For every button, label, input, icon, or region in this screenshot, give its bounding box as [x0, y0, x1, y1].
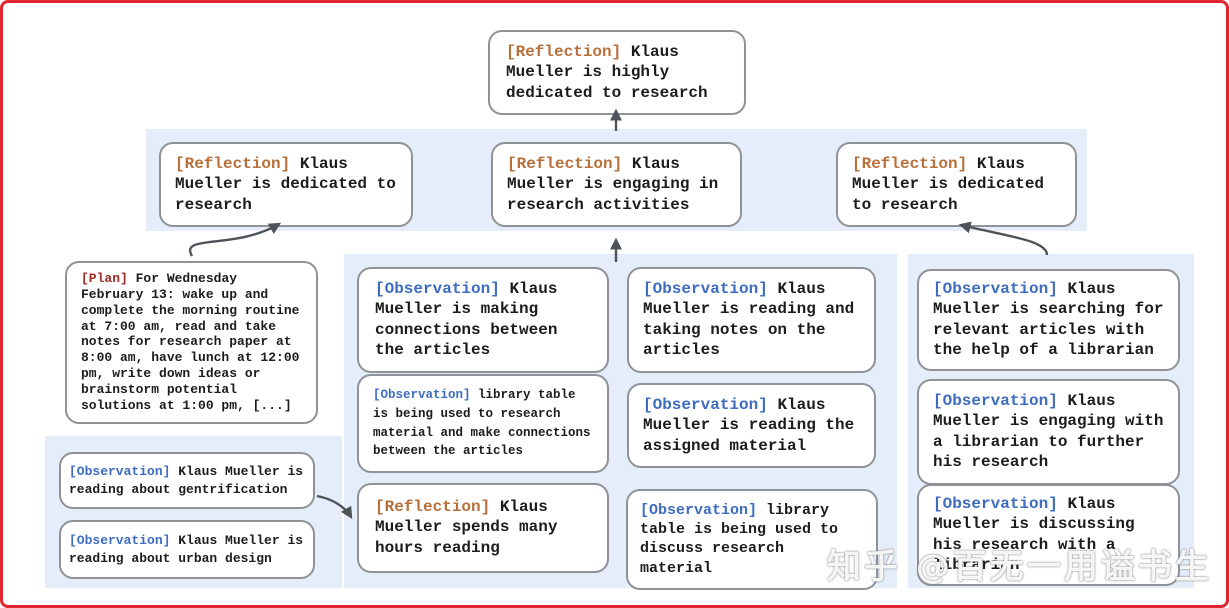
node-text: Klaus Mueller is reading and taking note…: [643, 280, 855, 360]
node-text: Klaus Mueller is dedicated to research: [852, 155, 1045, 214]
node-observation-librarian-search: [Observation] Klaus Mueller is searching…: [917, 269, 1180, 371]
node-text: Klaus Mueller is dedicated to research: [175, 155, 396, 214]
reflection-tag: [Reflection]: [375, 498, 491, 516]
node-observation-gentrification: [Observation] Klaus Mueller is reading a…: [59, 452, 315, 510]
node-plan: [Plan] For Wednesday February 13: wake u…: [65, 261, 318, 424]
node-text: For Wednesday February 13: wake up and c…: [81, 271, 300, 413]
node-text: Klaus Mueller is engaging in research ac…: [507, 155, 719, 214]
observation-tag: [Observation]: [933, 280, 1058, 298]
observation-tag: [Observation]: [643, 280, 768, 298]
reflection-tag: [Reflection]: [507, 155, 623, 173]
node-root-reflection: [Reflection] Klaus Mueller is highly ded…: [488, 30, 746, 116]
node-reflection-hours-reading: [Reflection] Klaus Mueller spends many h…: [357, 483, 609, 573]
observation-tag: [Observation]: [640, 502, 758, 519]
node-text: Klaus Mueller is reading about gentrific…: [69, 464, 304, 497]
node-reflection-right: [Reflection] Klaus Mueller is dedicated …: [836, 142, 1077, 228]
node-observation-librarian-discuss: [Observation] Klaus Mueller is discussin…: [917, 484, 1180, 586]
observation-tag: [Observation]: [69, 464, 171, 479]
node-observation-urban-design: [Observation] Klaus Mueller is reading a…: [59, 520, 315, 580]
node-text: Klaus Mueller is making connections betw…: [375, 280, 558, 360]
node-text: Klaus Mueller is engaging with a librari…: [933, 392, 1164, 472]
observation-tag: [Observation]: [933, 495, 1058, 513]
observation-tag: [Observation]: [643, 396, 768, 414]
node-reflection-center: [Reflection] Klaus Mueller is engaging i…: [491, 142, 742, 228]
node-text: library table is being used to discuss r…: [640, 502, 839, 577]
observation-tag: [Observation]: [69, 533, 171, 548]
node-text: Klaus Mueller spends many hours reading: [375, 498, 558, 557]
node-observation-assigned-material: [Observation] Klaus Mueller is reading t…: [627, 383, 876, 469]
node-observation-taking-notes: [Observation] Klaus Mueller is reading a…: [627, 267, 876, 373]
observation-tag: [Observation]: [933, 392, 1058, 410]
node-observation-library-research: [Observation] library table is being use…: [357, 374, 609, 473]
node-observation-connections: [Observation] Klaus Mueller is making co…: [357, 267, 609, 373]
node-text: Klaus Mueller is discussing his research…: [933, 495, 1135, 575]
node-text: library table is being used to research …: [373, 388, 591, 459]
node-observation-librarian-engage: [Observation] Klaus Mueller is engaging …: [917, 379, 1180, 485]
node-text: Klaus Mueller is highly dedicated to res…: [506, 43, 708, 102]
reflection-tag: [Reflection]: [175, 155, 291, 173]
reflection-tag: [Reflection]: [852, 155, 968, 173]
zhihu-watermark: 知乎 @百无一用谥书生: [827, 547, 1212, 587]
node-text: Klaus Mueller is reading about urban des…: [69, 533, 304, 566]
node-observation-library-discuss: [Observation] library table is being use…: [626, 489, 878, 590]
node-reflection-left: [Reflection] Klaus Mueller is dedicated …: [159, 142, 413, 228]
plan-tag: [Plan]: [81, 271, 128, 286]
observation-tag: [Observation]: [375, 280, 500, 298]
reflection-tag: [Reflection]: [506, 43, 622, 61]
node-text: Klaus Mueller is searching for relevant …: [933, 280, 1164, 360]
observation-tag: [Observation]: [373, 388, 471, 402]
node-text: Klaus Mueller is reading the assigned ma…: [643, 396, 855, 455]
